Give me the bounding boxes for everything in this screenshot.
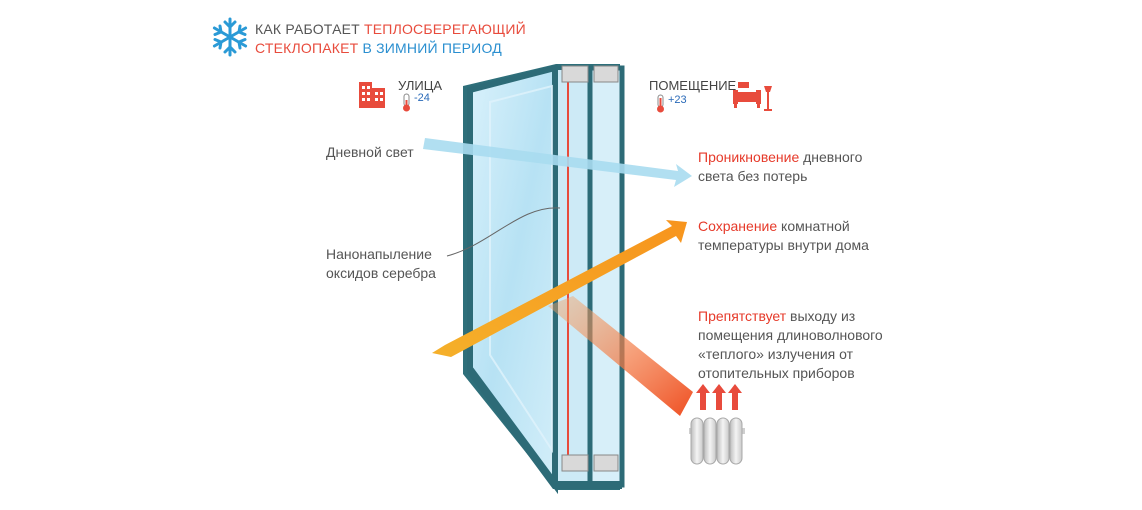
daylight-label: Дневной свет xyxy=(326,144,414,160)
title-part-highlight: СТЕКЛОПАКЕТ xyxy=(255,40,359,56)
daylight-ray xyxy=(423,138,692,187)
coating-label: Нанонапыление оксидов серебра xyxy=(326,245,436,283)
inside-temperature: +23 xyxy=(668,94,687,106)
heat-retained-arrow xyxy=(432,220,687,357)
inner-pane xyxy=(587,65,625,488)
note-text: «теплого» излучения от xyxy=(698,346,854,362)
frame-depth xyxy=(463,64,620,490)
thermometer-icon xyxy=(657,94,664,113)
note-text: отопительных приборов xyxy=(698,365,855,381)
outside-temperature: -24 xyxy=(414,92,430,104)
spacer xyxy=(561,65,619,472)
thermometer-icon xyxy=(403,93,410,112)
sofa-icon xyxy=(733,82,761,108)
note-text: выходу из xyxy=(786,308,856,324)
snowflake-icon xyxy=(212,17,248,57)
outer-pane xyxy=(467,64,558,495)
lamp-icon xyxy=(764,86,772,111)
coating-callout-line xyxy=(446,207,561,257)
radiation-arrow xyxy=(548,296,693,416)
note-highlight: Проникновение xyxy=(698,149,800,165)
note-text: комнатной xyxy=(777,218,850,234)
title-part-highlight: ТЕПЛОСБЕРЕГАЮЩИЙ xyxy=(364,21,526,37)
coating-label-line: оксидов серебра xyxy=(326,265,436,281)
note-radiation: Препятствует выходу из помещения длиново… xyxy=(698,307,883,383)
page-title: КАК РАБОТАЕТ ТЕПЛОСБЕРЕГАЮЩИЙ СТЕКЛОПАКЕ… xyxy=(255,20,526,58)
note-temperature: Сохранение комнатной температуры внутри … xyxy=(698,217,869,255)
inside-label: ПОМЕЩЕНИЕ xyxy=(649,78,737,93)
middle-pane xyxy=(554,66,592,487)
radiator-icon xyxy=(689,384,745,465)
building-icon xyxy=(359,82,385,108)
note-highlight: Препятствует xyxy=(698,308,787,324)
coating-label-line: Нанонапыление xyxy=(326,246,432,262)
title-part-blue: В ЗИМНИЙ ПЕРИОД xyxy=(362,40,502,56)
note-text: дневного xyxy=(799,149,863,165)
outside-label: УЛИЦА xyxy=(398,78,442,93)
note-text: помещения длиноволнового xyxy=(698,327,883,343)
note-text: температуры внутри дома xyxy=(698,237,869,253)
title-part: КАК РАБОТАЕТ xyxy=(255,21,360,37)
note-highlight: Сохранение xyxy=(698,218,778,234)
note-daylight: Проникновение дневного света без потерь xyxy=(698,148,862,186)
note-text: света без потерь xyxy=(698,168,808,184)
